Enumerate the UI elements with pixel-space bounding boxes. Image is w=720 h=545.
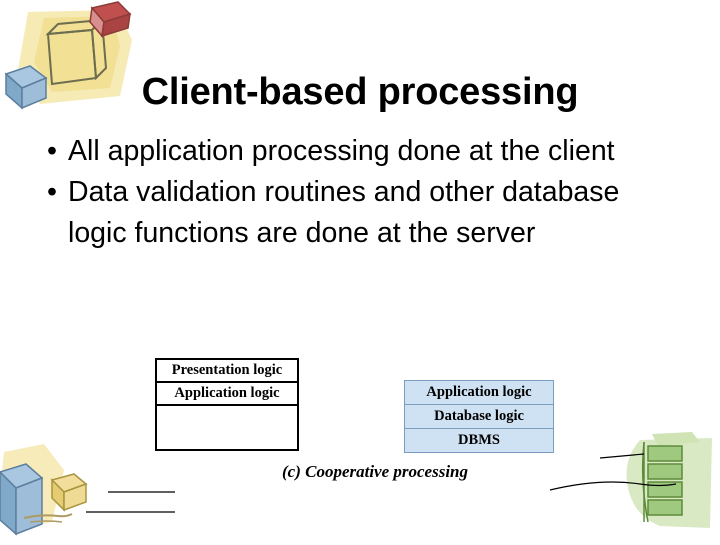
client-stack-row-application-logic: Application logic <box>157 383 297 406</box>
client-stack: Presentation logic Application logic <box>155 358 299 451</box>
list-item-text: Data validation routines and other datab… <box>68 176 620 249</box>
list-item: • All application processing done at the… <box>38 131 678 172</box>
architecture-diagram: Presentation logic Application logic App… <box>140 350 610 495</box>
figure-caption: (c) Cooperative processing <box>281 462 469 481</box>
client-stack-row-empty <box>157 406 297 449</box>
bullet-list: • All application processing done at the… <box>38 131 678 254</box>
list-item: • Data validation routines and other dat… <box>38 172 678 254</box>
list-item-text: All application processing done at the c… <box>68 135 615 167</box>
page-title: Client-based processing <box>141 71 579 114</box>
bullet-marker: • <box>47 176 57 208</box>
decorative-art-bottom-right <box>599 430 720 540</box>
client-stack-row-presentation-logic: Presentation logic <box>157 360 297 383</box>
server-stack-row-application-logic: Application logic <box>405 381 553 405</box>
server-stack-row-dbms: DBMS <box>405 429 553 452</box>
bullet-marker: • <box>47 135 57 167</box>
server-stack: Application logic Database logic DBMS <box>404 380 554 453</box>
server-stack-row-database-logic: Database logic <box>405 405 553 429</box>
